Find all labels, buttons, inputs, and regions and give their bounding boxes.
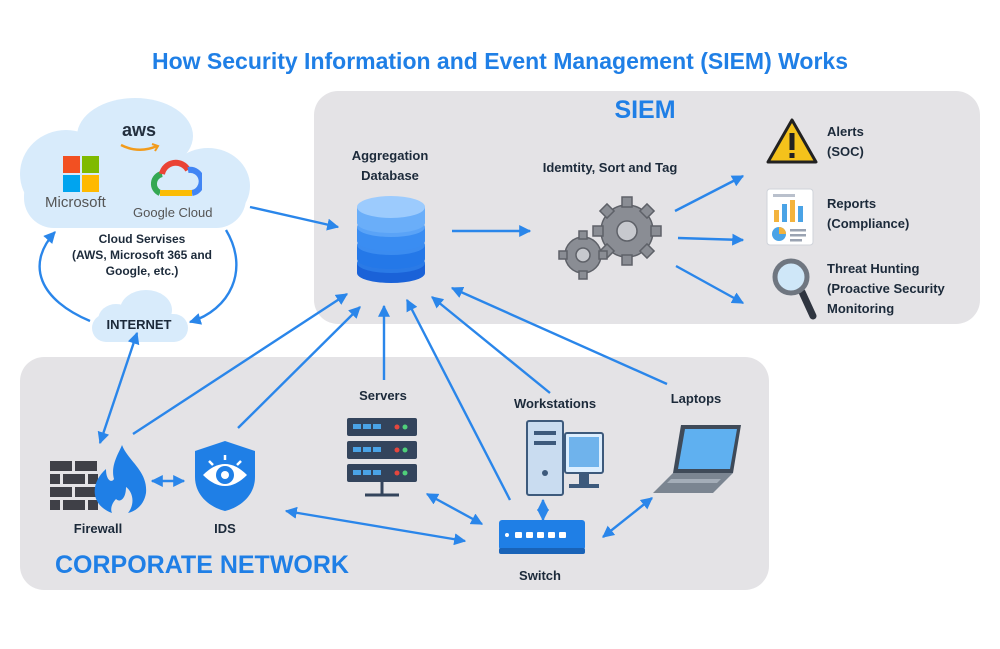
internet-label: INTERNET [106, 317, 172, 332]
network-switch-icon [499, 520, 585, 554]
report-chart-icon [766, 188, 814, 246]
label-line: Alerts [827, 124, 864, 139]
label-line: Monitoring [827, 301, 895, 316]
caption-line: Cloud Servises [98, 232, 186, 246]
page-title: How Security Information and Event Manag… [151, 48, 849, 74]
label-line: Reports [827, 196, 877, 211]
siem-heading: SIEM [614, 96, 676, 124]
identity-sort-tag-label: Idemtity, Sort and Tag [542, 160, 678, 175]
alerts-label: Alerts (SOC) [827, 122, 864, 162]
label-line: Database [361, 168, 419, 183]
warning-triangle-icon [766, 118, 818, 164]
label-line: (SOC) [827, 144, 864, 159]
microsoft-label: Microsoft [45, 194, 106, 211]
workstations-label: Workstations [513, 396, 597, 411]
caption-line: Google, etc.) [105, 264, 179, 278]
label-line: Threat Hunting [827, 261, 920, 276]
ids-label: IDS [214, 521, 236, 536]
switch-label: Switch [519, 568, 561, 583]
caption-line: (AWS, Microsoft 365 and [71, 248, 213, 262]
aws-smile-icon [120, 143, 160, 152]
threat-hunting-label: Threat Hunting (Proactive Security Monit… [827, 259, 945, 319]
laptop-icon [653, 425, 741, 493]
label-line: Aggregation [351, 148, 429, 163]
label-line: (Compliance) [827, 216, 910, 231]
desktop-computer-icon [526, 420, 604, 496]
servers-label: Servers [359, 388, 407, 403]
magnifier-icon [772, 258, 817, 320]
server-rack-icon [347, 418, 417, 497]
database-icon [357, 196, 425, 283]
firewall-icon [50, 445, 147, 513]
corporate-network-heading: CORPORATE NETWORK [55, 551, 349, 579]
microsoft-logo-icon [63, 156, 99, 192]
gears-icon [558, 196, 662, 280]
cloud-services-caption: Cloud Servises (AWS, Microsoft 365 and G… [62, 231, 222, 279]
eye-shield-icon [195, 441, 255, 511]
google-cloud-logo-icon [150, 159, 202, 196]
aggregation-database-label: Aggregation Database [335, 146, 445, 186]
laptops-label: Laptops [670, 391, 722, 406]
reports-label: Reports (Compliance) [827, 194, 909, 234]
label-line: (Proactive Security [827, 281, 945, 296]
aws-logo: aws [122, 120, 157, 140]
firewall-label: Firewall [73, 521, 123, 536]
google-cloud-label: Google Cloud [133, 205, 213, 220]
